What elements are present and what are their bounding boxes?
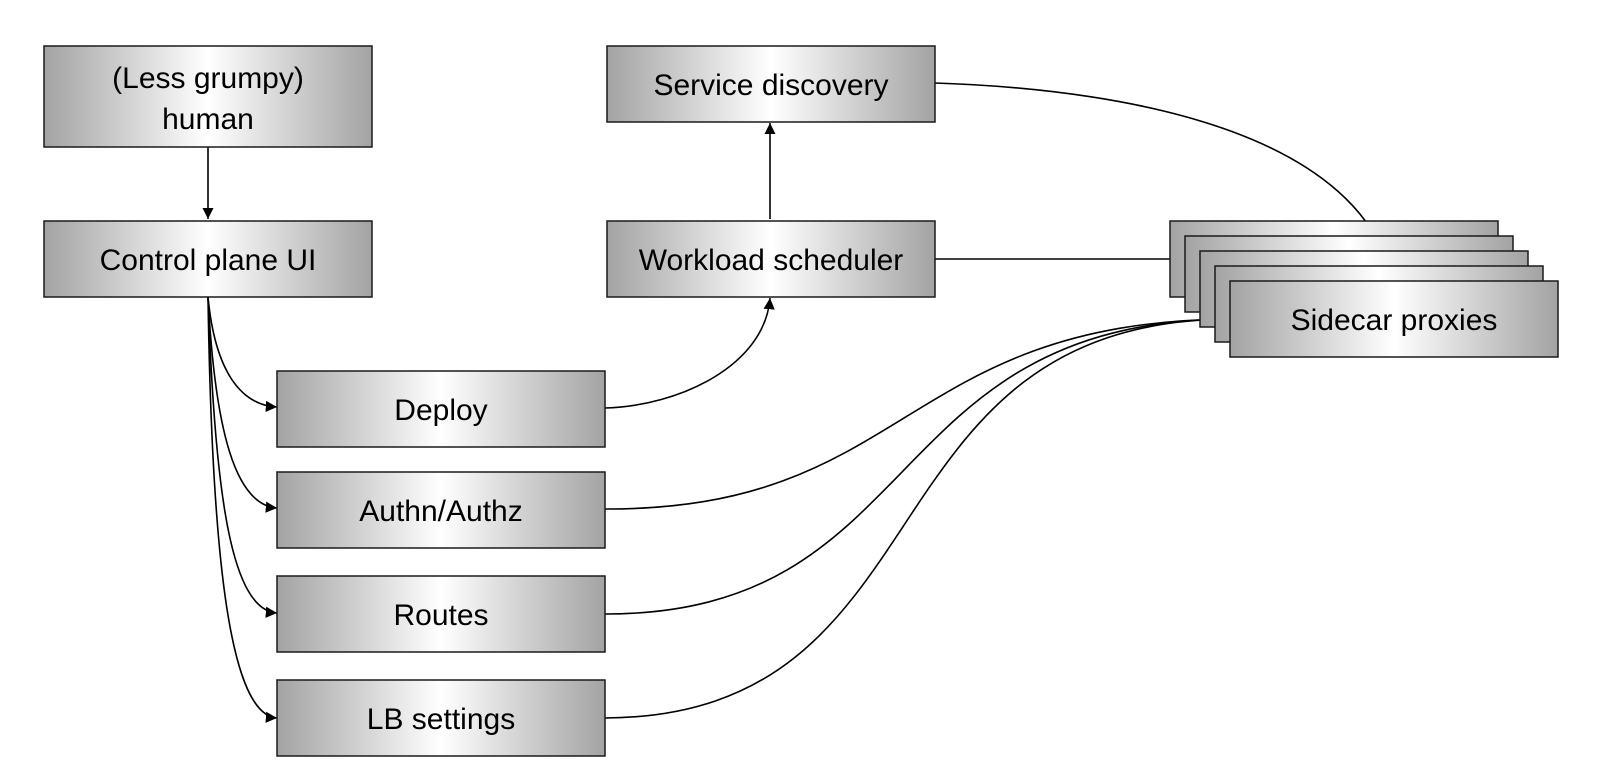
node-human: (Less grumpy) human <box>43 45 373 148</box>
edge-control-plane-to-routes <box>207 296 278 618</box>
edge-deploy-to-workload-scheduler <box>604 297 775 409</box>
node-workload-scheduler: Workload scheduler <box>606 220 936 298</box>
node-lb-settings-label: LB settings <box>367 703 515 736</box>
node-deploy-label: Deploy <box>394 394 487 427</box>
node-control-plane-ui: Control plane UI <box>43 220 373 298</box>
node-routes: Routes <box>276 575 606 653</box>
edge-authn-to-sidecar-proxies <box>604 313 1231 510</box>
node-human-label-line2: human <box>162 103 254 136</box>
node-sidecar-proxies-stack: Sidecar proxies <box>1169 220 1559 358</box>
edge-control-plane-to-deploy <box>207 296 278 412</box>
edge-control-plane-to-authn <box>207 296 278 513</box>
node-service-discovery-label: Service discovery <box>653 69 888 102</box>
sidecar-proxy-card-5 <box>1229 280 1559 358</box>
node-sidecar-proxies-label: Sidecar proxies <box>1291 304 1498 337</box>
node-workload-scheduler-label: Workload scheduler <box>639 244 904 277</box>
node-service-discovery: Service discovery <box>606 45 936 123</box>
edge-routes-to-sidecar-proxies <box>604 313 1231 615</box>
node-human-label-line1: (Less grumpy) <box>112 62 304 95</box>
node-authn-authz-label: Authn/Authz <box>359 495 522 528</box>
node-authn-authz: Authn/Authz <box>276 471 606 549</box>
node-deploy: Deploy <box>276 370 606 448</box>
edge-control-plane-to-lb-settings <box>207 296 278 723</box>
node-routes-label: Routes <box>393 599 488 632</box>
edge-lb-settings-to-sidecar-proxies <box>604 313 1231 719</box>
node-lb-settings: LB settings <box>276 679 606 757</box>
node-control-plane-ui-label: Control plane UI <box>100 244 317 277</box>
